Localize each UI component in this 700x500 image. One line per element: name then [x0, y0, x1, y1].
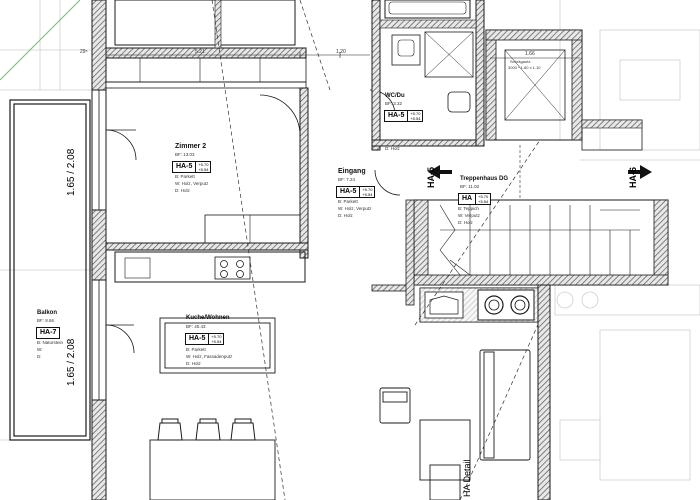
treppenhaus-code: HA	[459, 194, 477, 204]
door-swings	[105, 89, 401, 354]
section-marker-left: HA-5	[426, 166, 436, 188]
balkon-area: BF: 8.66	[37, 318, 55, 323]
treppenhaus-note-2: D: Holz	[458, 220, 473, 225]
treppenhaus-note-1: W: Verputz	[458, 213, 480, 218]
dimension-top-mid1: 5.21	[195, 49, 205, 55]
wcdu-name: WC/Du	[385, 93, 405, 99]
zimmer2-area: BF: 13.03	[175, 152, 195, 157]
zimmer2-note-0: B: Parkett	[175, 174, 195, 179]
kueche-level-bottom: +5.54	[211, 339, 222, 344]
kueche-note-2: D: Holz	[186, 361, 201, 366]
section-marker-detail: HA Detail	[462, 459, 472, 497]
elevator-shaft	[485, 29, 583, 141]
window-lower-dimension: 1.65 / 2.08	[66, 338, 77, 386]
dining-chairs	[157, 418, 256, 441]
balkon-note-1: W:	[37, 347, 43, 352]
dimension-top-mid2: 1.20	[336, 49, 346, 55]
kueche-level-top: +5.70	[211, 334, 222, 339]
kueche-name: Kuche/Wohnen	[186, 315, 230, 321]
dimension-top-left: 29⁵	[80, 49, 88, 55]
zimmer2-tag: HA-5 +5.70+5.54	[172, 161, 212, 173]
wall-zimmer2-bottom	[105, 242, 309, 251]
elevator-label: Schrägaufz.	[510, 59, 532, 64]
kueche-note-0: B: Parkett	[186, 347, 206, 352]
kueche-code: HA-5	[186, 334, 210, 344]
eingang-name: Eingang	[338, 168, 366, 175]
kitchen-counter	[114, 251, 306, 283]
balkon-code: HA-7	[40, 329, 57, 336]
elevator-width: 1.66	[525, 51, 535, 57]
kueche-area: BF: 40.43	[186, 324, 206, 329]
stair-treads	[439, 204, 640, 276]
treppenhaus-area: BF: 11.02	[460, 184, 480, 189]
eingang-area: BF: 7.24	[338, 177, 356, 182]
kueche-note-1: W: Holz, Fassadenputz	[186, 354, 233, 359]
wcdu-level-bottom: +5.54	[410, 116, 421, 121]
living-furniture	[149, 317, 531, 500]
eingang-note-1: W: Holz, Verputz	[338, 206, 372, 211]
section-marker-right: HA-6	[628, 166, 638, 188]
wall-wc-right	[475, 0, 485, 147]
wcdu-note-0: D: Holz	[385, 146, 400, 151]
zimmer2-level-bottom: +5.54	[198, 167, 209, 172]
balkon-tag: HA-7	[36, 327, 61, 339]
elevator-size: 3000 * 1.60 x 1.10	[508, 65, 541, 70]
dimension-lines	[105, 52, 580, 59]
guide-line-green	[0, 0, 81, 81]
treppenhaus-tag: HA +5.70+5.54	[458, 193, 492, 205]
treppenhaus-level-top: +5.70	[478, 194, 489, 199]
balkon-note-2: D:	[37, 354, 42, 359]
wcdu-level-top: +5.70	[410, 111, 421, 116]
zimmer2-name: Zimmer 2	[175, 143, 207, 150]
wall-top-lower	[105, 81, 307, 89]
kueche-tag: HA-5 +5.70+5.54	[185, 333, 225, 345]
zimmer2-note-1: W: Holz, Verputz	[175, 181, 209, 186]
wcdu-code: HA-5	[385, 111, 409, 121]
exterior-wall-left	[91, 0, 107, 500]
balkon-name: Balkon	[37, 310, 58, 316]
wall-top-upper	[105, 47, 307, 59]
window-upper-dimension: 1.65 / 2.08	[66, 148, 77, 196]
section-arrows	[428, 165, 652, 179]
eingang-note-0: B: Parkett	[338, 199, 358, 204]
wcdu-tag: HA-5 +5.70+5.54	[384, 110, 424, 122]
treppenhaus-name: Treppenhaus DG	[460, 176, 509, 182]
dashed-guides	[211, 0, 541, 500]
eingang-code: HA-5	[337, 187, 361, 197]
eingang-level-bottom: +5.54	[362, 192, 373, 197]
wcdu-area: BF: 3.32	[385, 101, 403, 106]
eingang-tag: HA-5 +5.70+5.54	[336, 186, 376, 198]
wall-wc-left	[371, 0, 381, 151]
zimmer2-code: HA-5	[173, 162, 197, 172]
zimmer2-level-top: +5.70	[198, 162, 209, 167]
eingang-note-2: D: Holz	[338, 213, 353, 218]
wall-zimmer2-right	[299, 87, 309, 259]
balkon-note-0: B: Naturstein	[37, 340, 64, 345]
treppenhaus-level-bottom: +5.54	[478, 199, 489, 204]
eingang-level-top: +5.70	[362, 187, 373, 192]
wall-living-right	[537, 284, 551, 500]
zimmer2-note-2: D: Holz	[175, 188, 190, 193]
balkon-outline	[9, 99, 91, 441]
treppenhaus-note-0: B: Teppich	[458, 206, 479, 211]
